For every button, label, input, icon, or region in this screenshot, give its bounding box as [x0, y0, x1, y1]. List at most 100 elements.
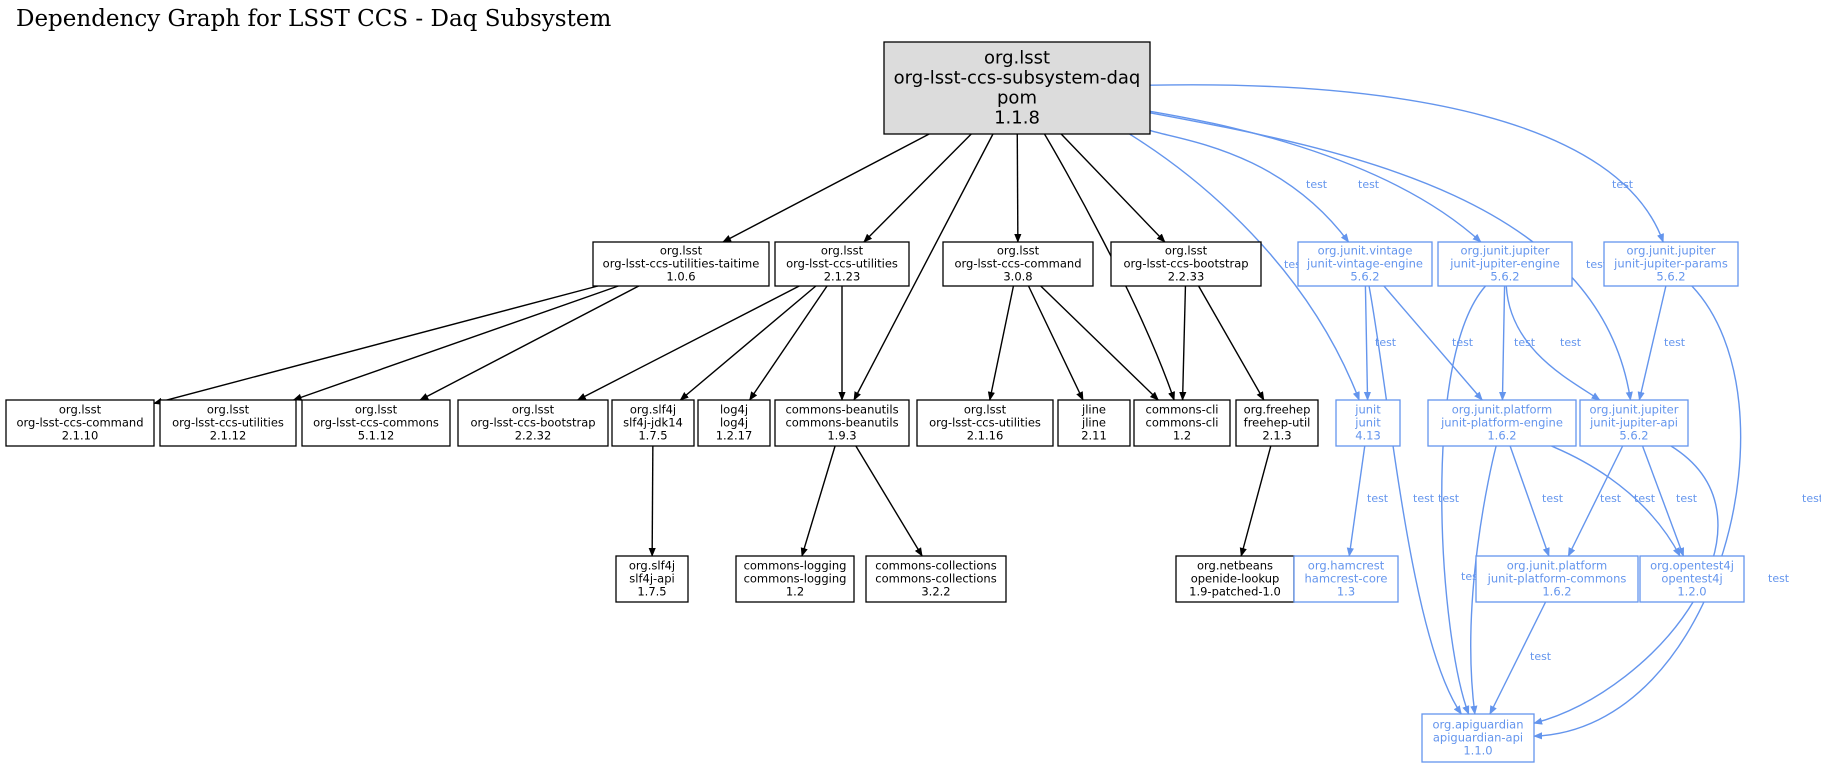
node-command308-line-0: org.lsst: [997, 244, 1040, 258]
edge-vintage-to-apiguardian: [1368, 285, 1462, 715]
node-freehep-line-0: org.freehep: [1244, 403, 1311, 417]
node-opentest4j-line-2: 1.2.0: [1677, 585, 1706, 599]
node-box-taitime: [592, 241, 770, 287]
node-jupiterparams-line-1: junit-jupiter-params: [1613, 257, 1728, 271]
node-taitime: org.lsstorg-lsst-ccs-utilities-taitime1.…: [592, 241, 770, 287]
node-root: org.lsstorg-lsst-ccs-subsystem-daqpom1.1…: [883, 41, 1151, 135]
node-box-commons5112: [301, 399, 451, 447]
node-utilities2112-line-1: org-lsst-ccs-utilities: [172, 416, 284, 430]
node-jupiterengine: org.junit.jupiterjunit-jupiter-engine5.6…: [1437, 241, 1573, 287]
edge-root-to-jupiterparams: [1149, 84, 1664, 243]
node-collections-line-0: commons-collections: [875, 559, 996, 573]
edge-jupiterparams-to-apiguardian: [1533, 285, 1742, 740]
node-root-line-3: 1.1.8: [994, 108, 1040, 129]
edge-label-platformengine-to-opentest4j: test: [1634, 492, 1656, 505]
node-opentest4j-line-1: opentest4j: [1661, 572, 1722, 586]
edge-jupiterengine-to-platformengine: [1498, 285, 1507, 401]
node-platformcommons: org.junit.platformjunit-platform-commons…: [1475, 555, 1639, 603]
node-apiguardian-line-1: apiguardian-api: [1433, 731, 1523, 745]
node-freehep-line-1: freehep-util: [1244, 416, 1311, 430]
node-bootstrap2233-line-1: org-lsst-ccs-bootstrap: [1123, 257, 1248, 271]
node-utilities2123-line-2: 2.1.23: [824, 270, 861, 284]
node-jupiterengine-line-0: org.junit.jupiter: [1461, 244, 1550, 258]
node-commonscli-line-1: commons-cli: [1146, 416, 1219, 430]
node-opentest4j-line-0: org.opentest4j: [1650, 559, 1734, 573]
node-box-bootstrap2232: [457, 399, 609, 447]
edge-utilities2123-to-slf4jjdk: [679, 285, 817, 401]
edge-platformengine-to-apiguardian: [1470, 445, 1497, 715]
node-slf4jjdk-line-0: org.slf4j: [630, 403, 676, 417]
node-logging-line-1: commons-logging: [744, 572, 847, 586]
edge-jupiterapi-to-opentest4j: [1641, 445, 1685, 557]
node-slf4jjdk-line-2: 1.7.5: [638, 429, 667, 443]
node-commonscli-line-2: 1.2: [1173, 429, 1191, 443]
node-hamcrest-line-0: org.hamcrest: [1308, 559, 1385, 573]
edge-label-jupiterapi-to-opentest4j: test: [1676, 492, 1698, 505]
node-freehep-line-2: 2.1.3: [1262, 429, 1291, 443]
edge-label-jupiterapi-to-platformcommons: test: [1600, 492, 1622, 505]
node-collections-line-1: commons-collections: [875, 572, 996, 586]
node-box-jupiterapi: [1579, 399, 1689, 447]
edge-command308-to-utilities2116: [987, 285, 1015, 401]
node-box-slf4japi: [615, 555, 689, 603]
edge-root-to-jupiterengine: [1149, 110, 1482, 243]
node-bootstrap2233-line-0: org.lsst: [1165, 244, 1208, 258]
node-box-beanutils: [774, 399, 910, 447]
node-bootstrap2232-line-2: 2.2.32: [515, 429, 552, 443]
node-box-logging: [735, 555, 855, 603]
node-box-command2110: [5, 399, 155, 447]
node-box-platformcommons: [1475, 555, 1639, 603]
edge-root-to-beanutils: [853, 133, 994, 401]
node-collections-line-2: 3.2.2: [921, 585, 950, 599]
node-jupiterapi-line-2: 5.6.2: [1619, 429, 1648, 443]
node-utilities2116-line-2: 2.1.16: [967, 429, 1004, 443]
node-jupiterparams-line-2: 5.6.2: [1656, 270, 1685, 284]
edge-junit-to-hamcrest: [1346, 445, 1366, 557]
node-utilities2116-line-1: org-lsst-ccs-utilities: [929, 416, 1041, 430]
node-box-apiguardian: [1421, 713, 1535, 763]
edge-label-root-to-jupiterapi: test: [1586, 258, 1608, 271]
edge-root-to-utilities2123: [863, 133, 972, 243]
node-commons5112-line-1: org-lsst-ccs-commons: [313, 416, 439, 430]
node-beanutils-line-0: commons-beanutils: [785, 403, 898, 417]
node-platformcommons-line-1: junit-platform-commons: [1487, 572, 1627, 586]
node-platformengine-line-0: org.junit.platform: [1452, 403, 1553, 417]
node-box-platformengine: [1427, 399, 1577, 447]
node-utilities2112-line-0: org.lsst: [207, 403, 250, 417]
node-platformengine-line-1: junit-platform-engine: [1440, 416, 1563, 430]
edge-label-junit-to-hamcrest: test: [1367, 492, 1389, 505]
node-junit-line-1: junit: [1354, 416, 1381, 430]
node-box-commonscli: [1133, 399, 1231, 447]
edge-platformcommons-to-apiguardian: [1489, 601, 1547, 715]
node-hamcrest-line-2: 1.3: [1337, 585, 1355, 599]
edge-jupiterapi-to-platformcommons: [1567, 445, 1624, 557]
node-box-bootstrap2233: [1110, 241, 1262, 287]
node-collections: commons-collectionscommons-collections3.…: [865, 555, 1007, 603]
node-jline-line-2: 2.11: [1081, 429, 1107, 443]
edge-freehep-to-openide: [1239, 445, 1272, 557]
node-openide: org.netbeansopenide-lookup1.9-patched-1.…: [1175, 555, 1295, 603]
edge-label-jupiterapi-to-apiguardian: test: [1768, 572, 1790, 585]
node-utilities2123-line-1: org-lsst-ccs-utilities: [786, 257, 898, 271]
edge-label-vintage-to-platformengine: test: [1452, 336, 1474, 349]
node-root-line-0: org.lsst: [984, 48, 1050, 69]
edge-taitime-to-command2110: [153, 285, 599, 405]
edge-root-to-junit: [1128, 133, 1360, 401]
edge-jupiterparams-to-jupiterapi: [1637, 285, 1667, 401]
node-taitime-line-0: org.lsst: [660, 244, 703, 258]
node-platformcommons-line-2: 1.6.2: [1542, 585, 1571, 599]
